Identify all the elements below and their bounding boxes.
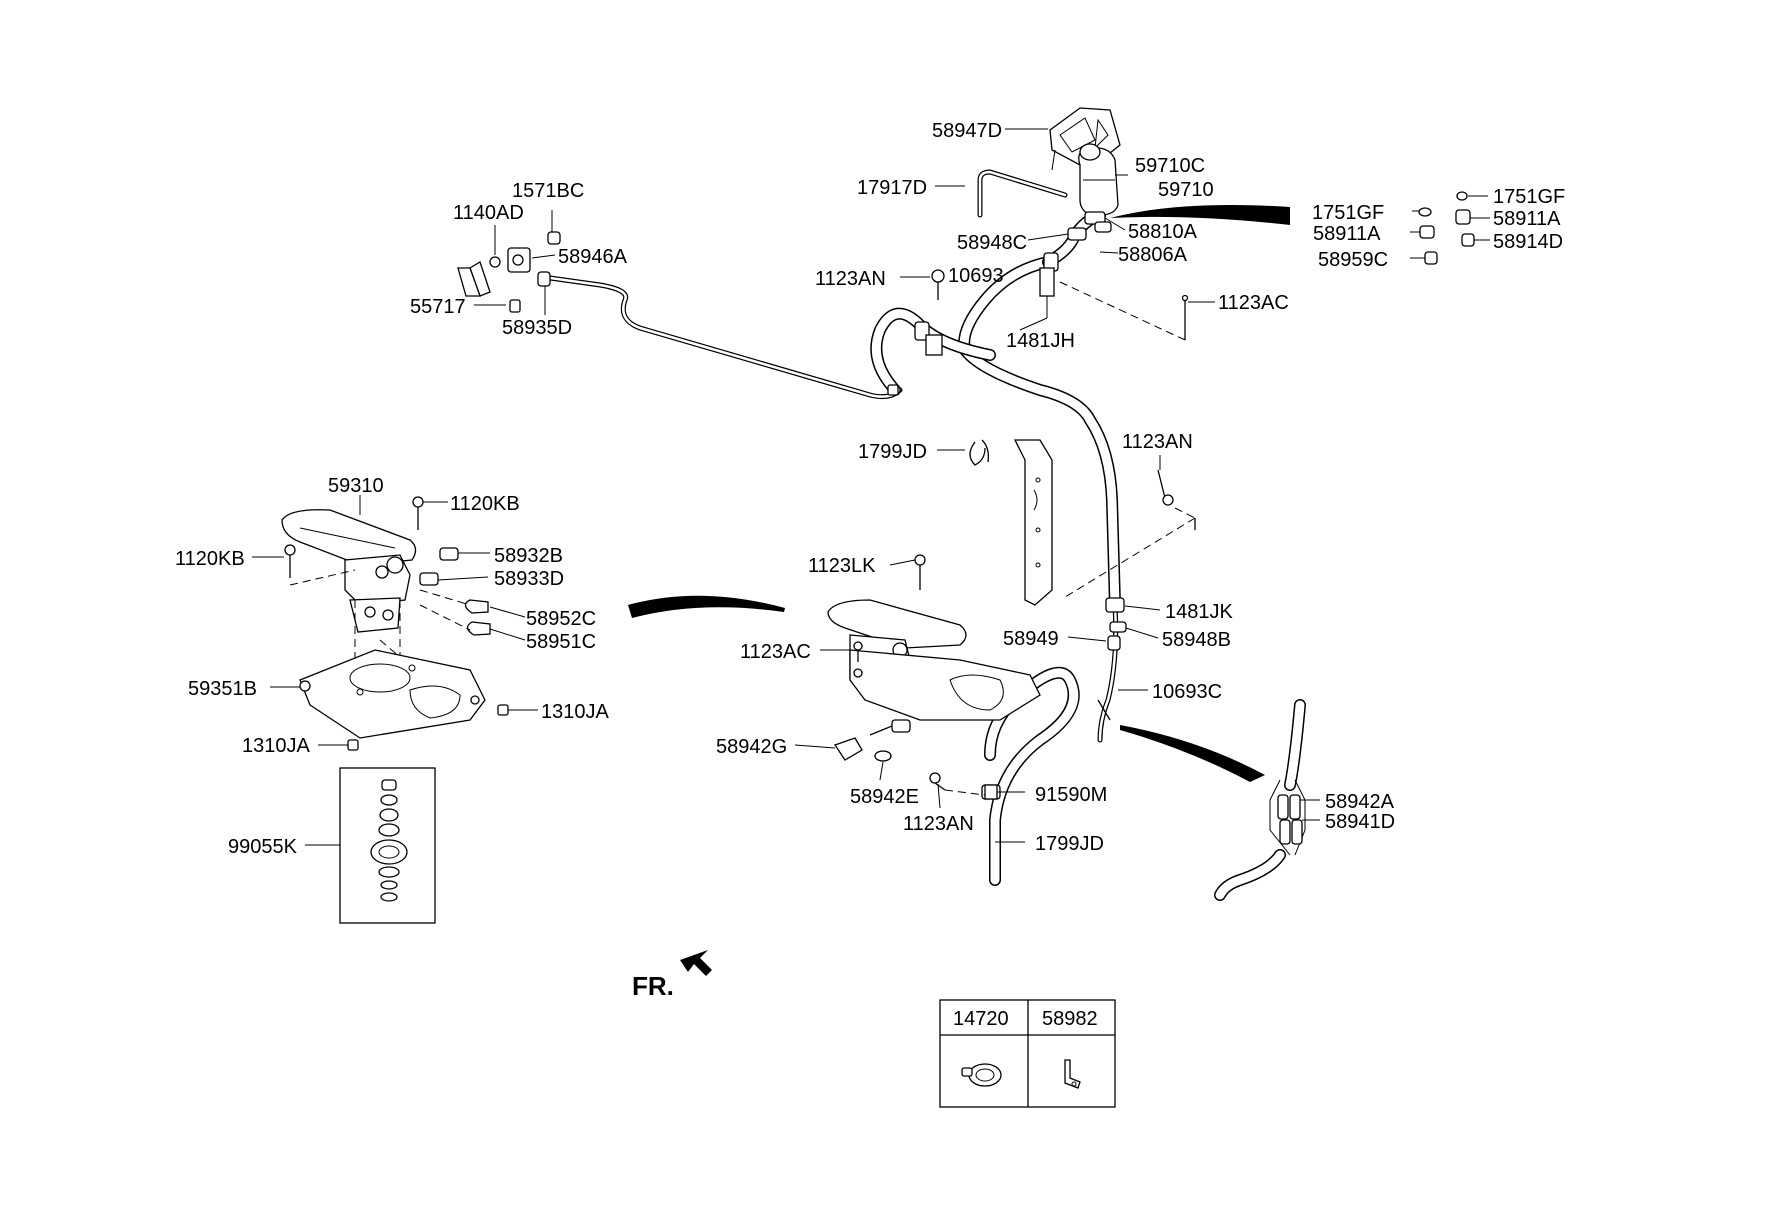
label-58806A: 58806A [1118,244,1188,266]
label-1120KB-right: 1120KB [450,493,520,515]
label-1751GF-right: 1751GF [1493,186,1565,208]
pipe-bracket-icon [1064,1059,1081,1089]
label-1751GF-left: 1751GF [1312,202,1384,224]
reservoir-group [925,107,1189,356]
label-59310: 59310 [328,475,384,497]
repair-kit [339,767,436,924]
label-58959C: 58959C [1318,249,1388,271]
hose-assembly [540,209,1125,886]
label-58942A: 58942A [1325,791,1395,813]
connector-detail [1214,699,1306,901]
hose-clamp-icon [961,1063,1002,1087]
label-1799JD-top: 1799JD [858,441,927,463]
label-1481JH: 1481JH [1006,330,1075,352]
label-58914D: 58914D [1493,231,1563,253]
left-master-cylinder [281,496,509,751]
right-bolt-group [1064,469,1196,598]
label-58947D: 58947D [932,120,1002,142]
label-58952C: 58952C [526,608,596,630]
label-58933D: 58933D [494,568,564,590]
label-17917D: 17917D [857,177,927,199]
label-1123AN-lower: 1123AN [903,813,974,835]
label-1571BC: 1571BC [512,180,584,202]
label-58951C: 58951C [526,631,596,653]
label-1310JA-left: 1310JA [242,735,310,757]
left-bracket-group [457,231,561,313]
label-10693C: 10693C [1152,681,1222,703]
label-58948B: 58948B [1162,629,1231,651]
label-55717: 55717 [410,296,466,318]
label-1123LK: 1123LK [808,555,876,577]
legend-table: 14720 58982 [939,999,1116,1108]
label-1123AC-lower: 1123AC [740,641,811,663]
label-59710: 59710 [1158,179,1214,201]
front-direction-indicator [680,950,712,976]
label-1140AD: 1140AD [453,202,524,224]
small-fittings [1418,191,1475,265]
label-1799JD-lower: 1799JD [1035,833,1104,855]
label-58949: 58949 [1003,628,1059,650]
label-58911A-left: 58911A [1313,223,1381,245]
label-99055K: 99055K [228,836,298,858]
part-labels: 58947D 59710C 59710 17917D 58948C 58810A… [175,120,1565,1001]
hose-clamp-area [1097,621,1127,721]
bracket-clip-group [969,439,1053,606]
label-91590M: 91590M [1035,784,1107,806]
label-58810A: 58810A [1128,221,1198,243]
label-58946A: 58946A [558,246,628,268]
label-1123AC-top: 1123AC [1218,292,1289,314]
label-1481JK: 1481JK [1165,601,1233,623]
label-58942E: 58942E [850,786,919,808]
label-10693: 10693 [948,265,1004,287]
label-58911A-right: 58911A [1493,208,1561,230]
label-1310JA-right: 1310JA [541,701,609,723]
label-58942G: 58942G [716,736,787,758]
label-1120KB-left: 1120KB [175,548,245,570]
label-1123AN-right: 1123AN [1122,431,1193,453]
label-58941D: 58941D [1325,811,1395,833]
label-59351B: 59351B [188,678,257,700]
callout-wedges [628,205,1290,782]
front-label: FR. [632,971,674,1001]
lower-master-cylinder [827,554,1041,800]
label-58935D: 58935D [502,317,572,339]
label-58948C: 58948C [957,232,1027,254]
label-1123AN-top: 1123AN [815,268,886,290]
label-58932B: 58932B [494,545,563,567]
legend-header-14720: 14720 [953,1008,1009,1030]
leader-lines [252,128,1490,846]
legend-header-58982: 58982 [1042,1008,1098,1030]
label-59710C: 59710C [1135,155,1205,177]
